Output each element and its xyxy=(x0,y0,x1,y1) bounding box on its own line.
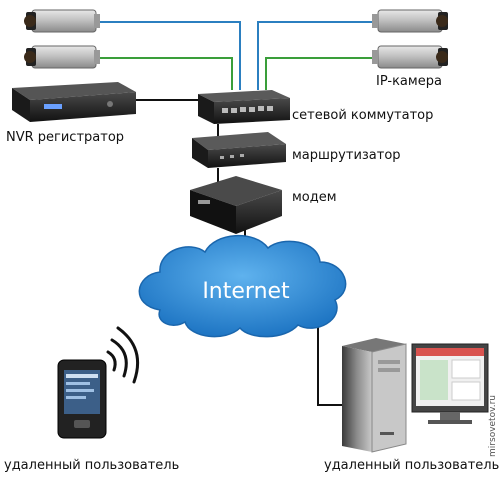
nvr-label: NVR регистратор xyxy=(6,130,125,145)
cable-cam2-switch xyxy=(95,57,233,90)
router-label: маршрутизатор xyxy=(292,148,401,163)
router-device xyxy=(192,132,286,168)
ip-camera-1 xyxy=(24,9,100,33)
smartphone-device xyxy=(57,359,107,439)
desktop-monitor xyxy=(411,343,489,424)
desktop-pc-tower xyxy=(342,338,407,453)
ip-camera-3 xyxy=(372,9,448,33)
ip-camera-4 xyxy=(372,45,448,69)
wireless-signal-icon xyxy=(106,326,140,384)
cable-cloud-pc xyxy=(317,315,350,406)
ip-camera-2 xyxy=(24,45,100,69)
watermark: mirsovetov.ru xyxy=(488,395,498,457)
internet-cloud xyxy=(138,235,347,338)
modem-label: модем xyxy=(292,190,337,205)
modem-device xyxy=(190,176,282,234)
internet-label: Internet xyxy=(202,279,290,304)
cable-cam4-switch xyxy=(265,57,375,90)
switch-label: сетевой коммутатор xyxy=(292,108,434,123)
cable-cam1-switch xyxy=(95,21,241,90)
cable-cam3-switch xyxy=(257,21,375,90)
nvr-recorder-device xyxy=(12,82,136,122)
network-switch-device xyxy=(198,90,290,124)
ip-camera-label: IP-камера xyxy=(376,74,442,89)
cables xyxy=(95,21,375,406)
mobile-user-label: удаленный пользователь xyxy=(4,458,180,473)
pc-user-label: удаленный пользователь xyxy=(324,458,500,473)
